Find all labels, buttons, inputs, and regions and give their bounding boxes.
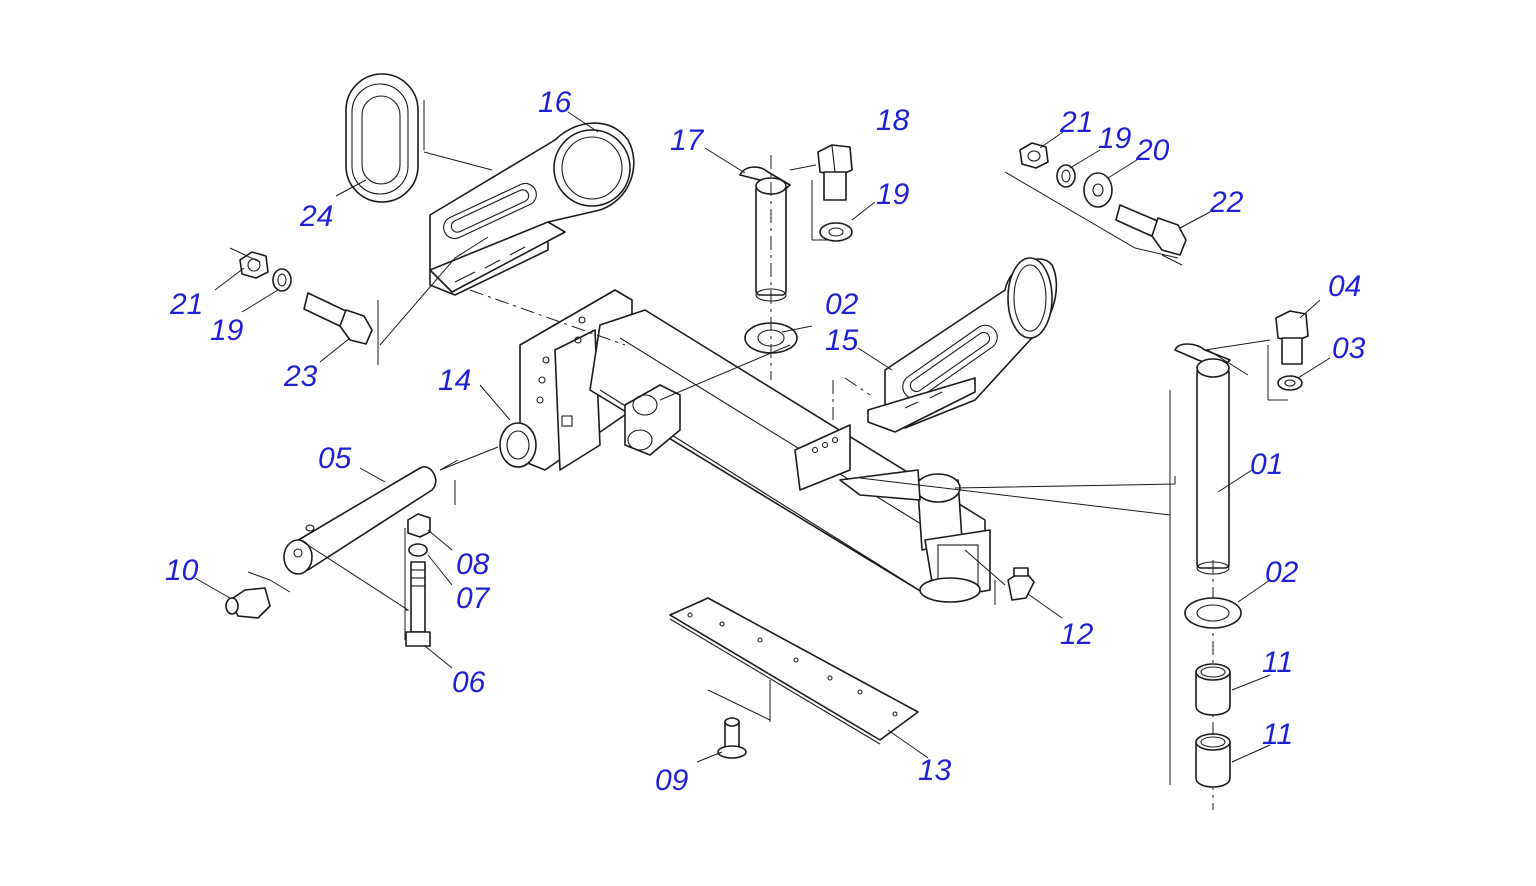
part-08-nut: [407, 513, 431, 538]
label-03: 03: [1332, 332, 1366, 365]
part-01-pin: [1174, 343, 1231, 575]
part-07-washer: [408, 543, 428, 557]
label-19-left: 19: [210, 314, 244, 347]
part-18-bolt: [817, 144, 853, 201]
label-22: 22: [1209, 186, 1244, 219]
part-17-pin: [739, 166, 791, 302]
part-13-plate: [669, 597, 919, 745]
part-11-bushing-upper: [1195, 663, 1231, 716]
part-19-washer-top: [819, 222, 853, 242]
part-14-main-frame: [499, 289, 991, 603]
part-16-left-bracket: [429, 122, 635, 296]
label-02-top: 02: [825, 288, 859, 321]
part-03-washer: [1277, 375, 1303, 391]
label-19-right: 19: [1098, 122, 1132, 155]
label-02-lower: 02: [1265, 556, 1299, 589]
part-21-nut-left: [239, 251, 269, 279]
label-11-upper: 11: [1262, 646, 1293, 679]
part-19-washer-left: [272, 268, 292, 292]
label-18: 18: [876, 104, 910, 137]
part-19-washer-right: [1056, 164, 1076, 188]
label-01: 01: [1250, 448, 1283, 481]
part-23-bolt: [303, 292, 373, 345]
label-21-top: 21: [1059, 106, 1093, 139]
part-11-bushing-lower: [1195, 733, 1231, 788]
label-10: 10: [165, 554, 199, 587]
part-06-bolt: [405, 561, 431, 647]
label-05: 05: [318, 442, 352, 475]
label-08: 08: [456, 548, 490, 581]
label-09: 09: [655, 764, 689, 797]
label-19-top: 19: [876, 178, 910, 211]
part-04-bolt: [1275, 310, 1309, 365]
part-05-pin: [283, 466, 437, 575]
leader-lines: [194, 100, 1331, 763]
label-15: 15: [825, 324, 859, 357]
label-23: 23: [283, 360, 318, 393]
label-11-lower: 11: [1262, 718, 1293, 751]
part-12-elbow-nipple: [1007, 567, 1035, 601]
part-20-washer: [1083, 172, 1113, 208]
part-15-right-bracket: [867, 257, 1058, 433]
part-02-washer-lower: [1184, 597, 1242, 629]
label-13: 13: [918, 754, 952, 787]
label-07: 07: [456, 582, 491, 615]
part-24-grommet: [345, 73, 419, 203]
label-14: 14: [438, 364, 471, 397]
label-06: 06: [452, 666, 486, 699]
label-12: 12: [1060, 618, 1094, 651]
part-21-nut-top: [1019, 142, 1049, 169]
label-20: 20: [1135, 134, 1170, 167]
label-24: 24: [299, 200, 333, 233]
label-04: 04: [1328, 270, 1361, 303]
part-labels: 24 16 17 18 19 21 19 20 22 21 19 23 02 1…: [165, 86, 1366, 797]
part-10-grease-nipple: [225, 587, 271, 619]
label-16: 16: [538, 86, 572, 119]
part-09-bolt: [717, 717, 747, 759]
part-22-bolt: [1115, 204, 1187, 256]
label-21-left: 21: [169, 288, 203, 321]
label-17: 17: [670, 124, 705, 157]
